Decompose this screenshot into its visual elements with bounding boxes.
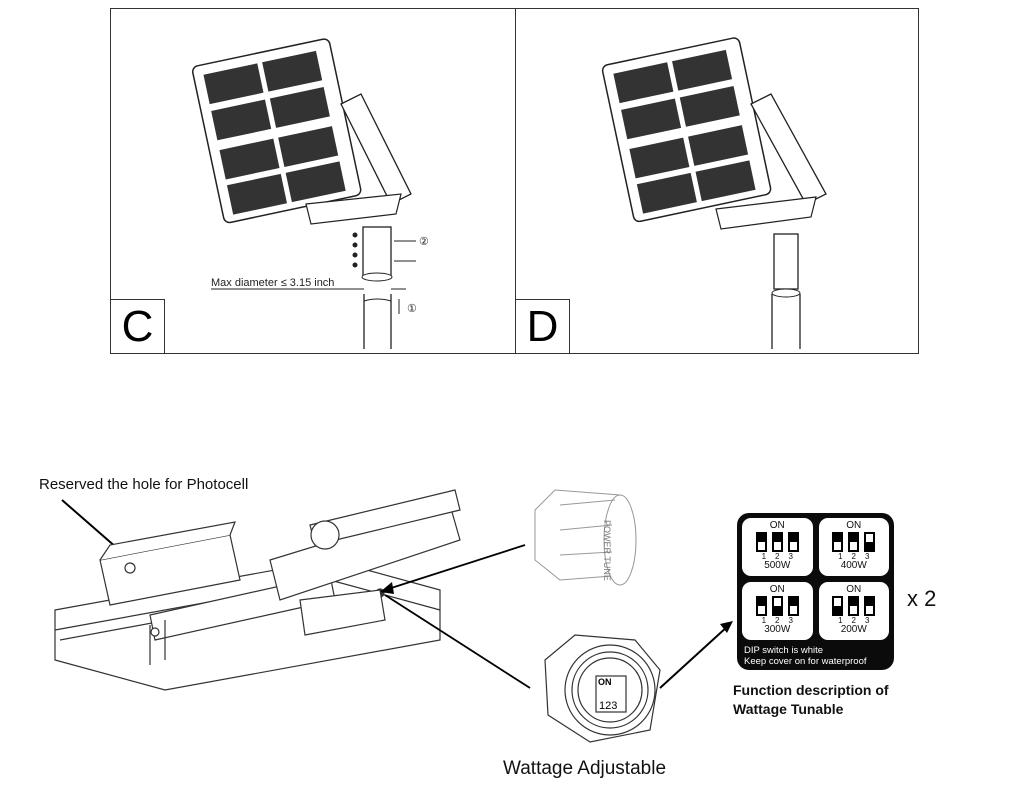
on-label: ON — [769, 584, 785, 595]
slip-fitter — [773, 233, 799, 290]
dip-cap-on-label: ON — [598, 677, 612, 687]
photocell-callout: Reserved the hole for Photocell — [39, 476, 249, 493]
switch-number: 2 — [775, 616, 780, 625]
dip-note-white: DIP switch is white — [744, 645, 824, 656]
floodlight-fixture — [601, 37, 772, 223]
step-1-marker: ① — [407, 303, 417, 315]
dip-switch-2 — [848, 596, 860, 616]
dip-switch-3 — [787, 532, 799, 552]
dip-switch-3 — [787, 596, 799, 616]
wattage-value: 400W — [840, 560, 867, 571]
switch-number: 2 — [851, 616, 856, 625]
dip-switch-1 — [832, 532, 844, 552]
dip-switch-3 — [864, 596, 876, 616]
fixture-mount-drawing-c: ② ① — [191, 38, 429, 349]
switch-number: 2 — [775, 552, 780, 561]
max-diameter-annotation: Max diameter ≤ 3.15 inch — [211, 277, 335, 289]
quantity-multiplier: x 2 — [907, 586, 937, 611]
photocell-hole — [124, 562, 136, 574]
fixture-isometric — [54, 489, 461, 691]
step-2-marker: ② — [419, 236, 429, 248]
on-label: ON — [846, 520, 862, 531]
function-description-caption: Function description of Wattage Tunable — [733, 681, 889, 719]
dip-switch-2 — [771, 532, 783, 552]
dip-switch-2 — [848, 532, 860, 552]
dip-panel-arrow — [659, 625, 729, 689]
switch-number: 1 — [838, 616, 843, 625]
caption-line-1: Function description of — [733, 682, 889, 698]
power-tune-text: POWER TUNE — [602, 520, 612, 581]
dip-switch-1 — [755, 532, 767, 552]
mounting-bracket — [340, 93, 412, 205]
wattage-value: 200W — [840, 624, 867, 635]
wattage-value: 500W — [764, 560, 791, 571]
switch-number: 3 — [864, 552, 870, 561]
slip-fitter — [362, 226, 392, 278]
switch-number: 1 — [761, 552, 767, 561]
caption-line-2: Wattage Tunable — [733, 701, 844, 717]
dip-note-waterproof: Keep cover on for waterproof — [744, 656, 867, 667]
wattage-value: 300W — [764, 624, 791, 635]
panel-letter-d: D — [515, 299, 570, 354]
install-step-d-panel: D — [515, 8, 919, 354]
dip-switch-1 — [755, 596, 767, 616]
power-tune-cap — [534, 489, 637, 586]
install-step-c-panel: ② ① Max diameter ≤ 3.15 inch C — [110, 8, 516, 354]
fixture-mount-drawing-d — [601, 37, 827, 349]
switch-number: 3 — [864, 616, 870, 625]
switch-number: 3 — [788, 552, 793, 561]
dip-cap-numbers: 123 — [599, 700, 617, 712]
dip-switch-1 — [832, 596, 844, 616]
switch-number: 1 — [761, 616, 767, 625]
wattage-adjustable-caption: Wattage Adjustable — [503, 758, 667, 779]
on-label: ON — [846, 584, 862, 595]
on-label: ON — [769, 520, 785, 531]
dip-switch-2 — [771, 596, 783, 616]
dip-switch-cap — [544, 634, 661, 743]
switch-number: 3 — [788, 616, 793, 625]
floodlight-fixture — [191, 38, 362, 224]
panel-letter-c: C — [110, 299, 165, 354]
switch-number: 1 — [838, 552, 843, 561]
dip-switch-3 — [864, 532, 876, 552]
switch-number: 2 — [851, 552, 856, 561]
